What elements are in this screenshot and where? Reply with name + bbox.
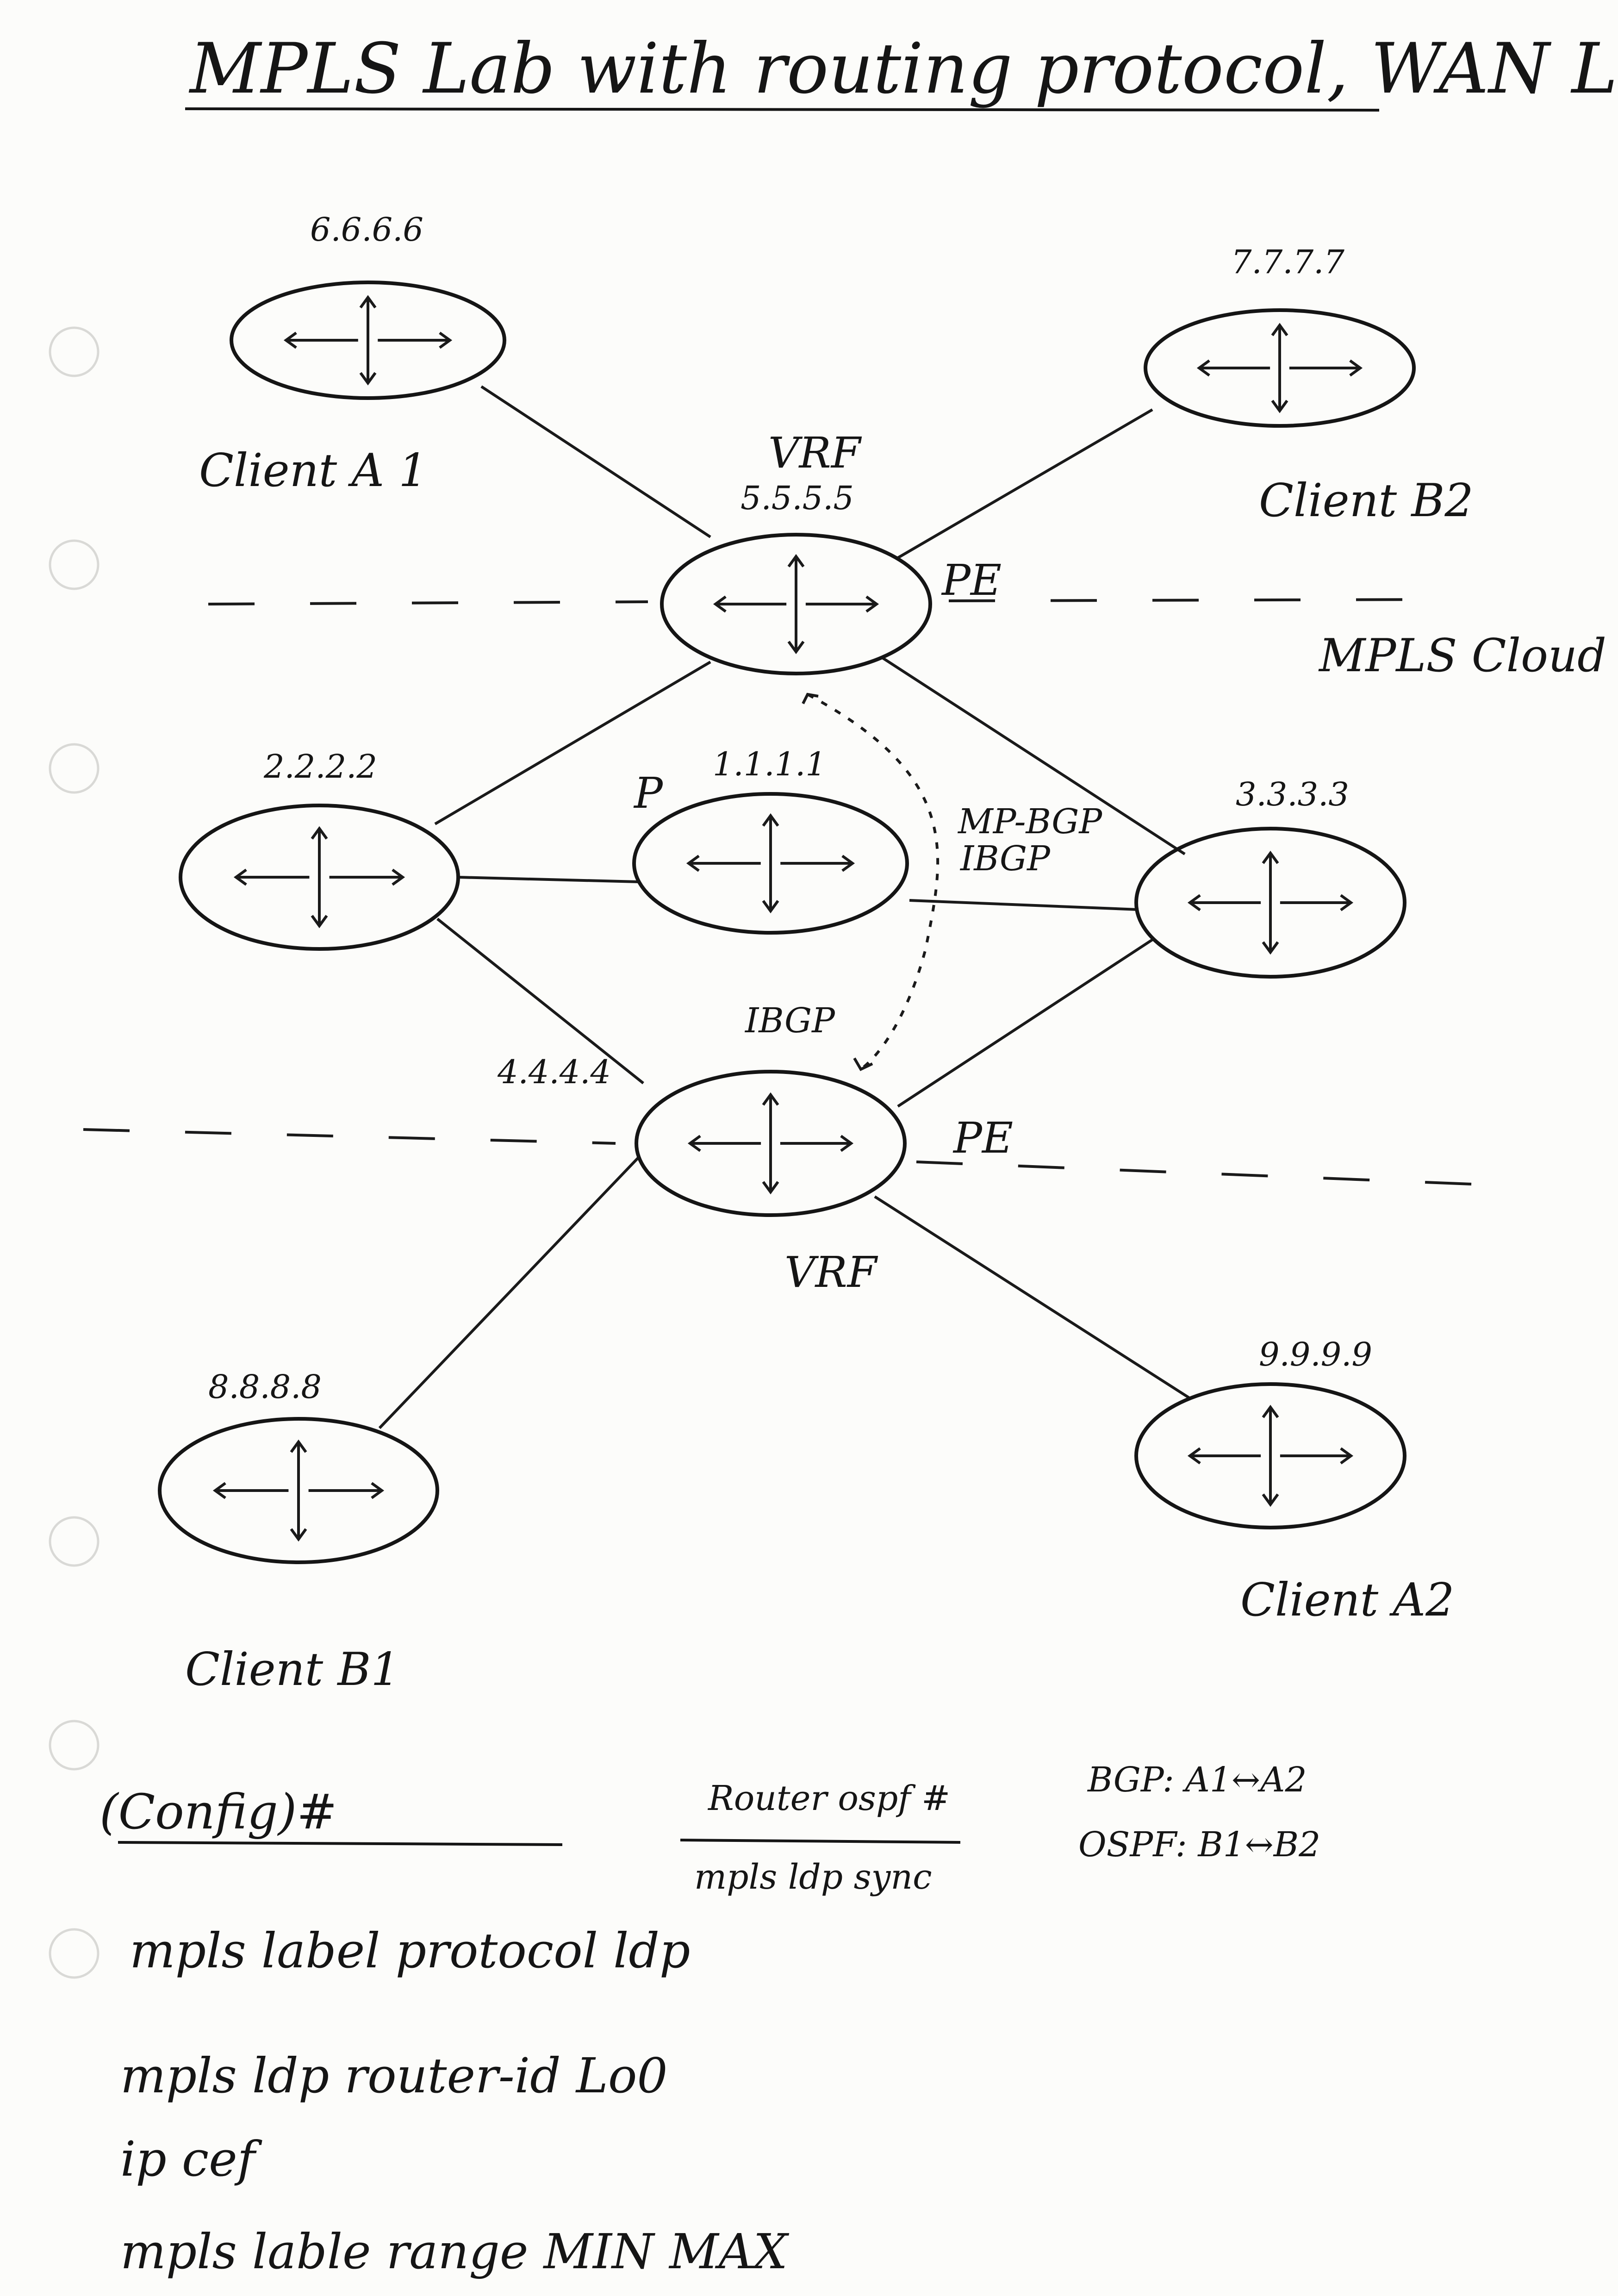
link-r2-p <box>458 876 639 883</box>
config-header-underline <box>118 1841 563 1846</box>
router-p <box>632 792 909 935</box>
config-line-4: mpls lable range MIN MAX <box>120 2223 790 2280</box>
router-body <box>635 1070 907 1217</box>
four-way-arrows-icon <box>1196 323 1363 413</box>
router-client-a1 <box>230 281 506 400</box>
name-label-client-b2: Client B2 <box>1259 474 1474 527</box>
link-pe-top-r3 <box>881 656 1186 855</box>
router-r3 <box>1134 827 1406 979</box>
ip-label-client-b2: 7.7.7.7 <box>1231 243 1344 281</box>
page-title: MPLS Lab with routing protocol, WAN Lab <box>188 29 1618 109</box>
ip-label-p: 1.1.1.1 <box>713 745 826 783</box>
router-body <box>1134 1382 1406 1529</box>
link-p-r3 <box>909 899 1139 911</box>
role-label-pe-bottom: PE <box>952 1113 1013 1163</box>
router-pe-bottom <box>635 1070 907 1217</box>
config-line-1: mpls label protocol ldp <box>130 1922 691 1979</box>
router-client-a2 <box>1134 1382 1406 1529</box>
config-header: (Config)# <box>100 1784 337 1840</box>
mpls-cloud-label: MPLS Cloud <box>1318 630 1606 682</box>
binder-holes <box>49 326 100 1979</box>
name-label-client-b1: Client B1 <box>185 1643 400 1696</box>
role-label-pe-top: PE <box>941 555 1002 605</box>
mpls-cloud-boundary-top <box>208 598 1444 605</box>
link-r3-pe-bottom <box>897 938 1153 1108</box>
router-body <box>230 281 506 400</box>
ip-label-r3: 3.3.3.3 <box>1236 775 1349 813</box>
link-a1-pe-top <box>480 385 711 538</box>
link-b2-pe-top <box>897 408 1153 559</box>
router-body <box>660 533 932 675</box>
ibgp-session-path <box>807 693 940 1071</box>
ospf-header: Router ospf # <box>707 1778 950 1818</box>
ip-label-client-a2: 9.9.9.9 <box>1259 1335 1372 1373</box>
four-way-arrows-icon <box>687 1092 854 1195</box>
four-way-arrows-icon <box>283 295 453 386</box>
router-body <box>158 1417 439 1564</box>
router-client-b1 <box>158 1417 439 1564</box>
router-body <box>1134 827 1406 979</box>
ibgp-side-label: IBGP <box>959 839 1051 879</box>
vrf-label-pe-bottom: VRF <box>784 1248 878 1297</box>
ospf-summary: OSPF: B1↔B2 <box>1078 1825 1320 1865</box>
four-way-arrows-icon <box>233 826 405 929</box>
ibgp-center-label: IBGP <box>744 1001 835 1041</box>
router-client-b2 <box>1144 308 1416 428</box>
link-r2-pe-bottom <box>436 917 644 1085</box>
vrf-label-pe-top: VRF <box>768 428 862 478</box>
router-body <box>179 804 460 951</box>
ip-label-client-a1: 6.6.6.6 <box>310 211 423 249</box>
router-r2 <box>179 804 460 951</box>
title-underline <box>185 107 1380 112</box>
ip-label-client-b1: 8.8.8.8 <box>208 1368 322 1406</box>
name-label-client-a2: Client A2 <box>1240 1574 1454 1627</box>
router-body <box>1144 308 1416 428</box>
ibgp-arrowhead-top <box>802 693 819 705</box>
four-way-arrows-icon <box>1187 850 1354 955</box>
name-label-client-a1: Client A 1 <box>199 444 428 497</box>
p-router-label: P <box>633 768 664 818</box>
config-line-2: mpls ldp router-id Lo0 <box>120 2047 668 2104</box>
mpls-cloud-boundary-bottom <box>83 1128 1495 1186</box>
mp-bgp-label: MP-BGP <box>957 802 1102 842</box>
bgp-summary: BGP: A1↔A2 <box>1087 1760 1307 1800</box>
link-pe-top-r2 <box>434 661 711 825</box>
config-line-3: ip cef <box>120 2131 262 2187</box>
link-pe-bottom-b1 <box>378 1156 640 1429</box>
ip-label-pe-bottom: 4.4.4.4 <box>497 1053 611 1091</box>
ip-label-pe-top: 5.5.5.5 <box>741 479 854 517</box>
router-pe-top <box>660 533 932 675</box>
router-body <box>632 792 909 935</box>
ibgp-arrowhead-bottom <box>853 1057 873 1071</box>
routers <box>158 281 1416 1564</box>
ospf-divider <box>680 1839 961 1844</box>
four-way-arrows-icon <box>713 554 879 655</box>
four-way-arrows-icon <box>212 1439 385 1542</box>
ospf-line: mpls ldp sync <box>694 1857 932 1897</box>
links <box>378 385 1190 1429</box>
four-way-arrows-icon <box>1187 1404 1354 1507</box>
four-way-arrows-icon <box>686 813 855 914</box>
ip-label-r2: 2.2.2.2 <box>263 748 377 786</box>
link-pe-bottom-a2 <box>874 1195 1190 1399</box>
